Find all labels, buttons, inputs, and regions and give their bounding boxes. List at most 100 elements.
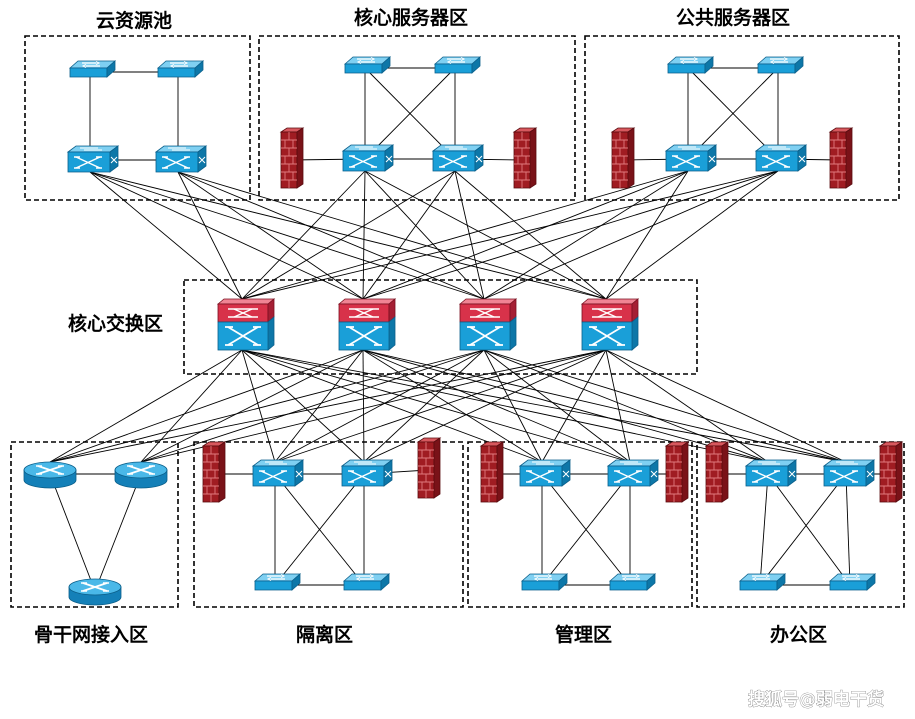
office-access-switch-icon: [739, 573, 786, 591]
network-link: [241, 170, 366, 300]
network-link: [605, 349, 769, 463]
network-link: [362, 349, 769, 463]
public-server-l3-switch-icon: [665, 144, 717, 172]
public-server-firewall-icon: [611, 127, 635, 189]
network-link: [241, 349, 365, 463]
network-link: [687, 67, 779, 160]
network-link: [541, 349, 607, 463]
network-link: [483, 349, 631, 463]
zone-box-isolation: [193, 441, 464, 608]
zone-box-management: [467, 441, 693, 608]
core-server-access-switch-icon: [434, 56, 481, 74]
network-link: [140, 349, 243, 463]
cloud-pool-l3-switch-icon: [67, 145, 119, 173]
isolation-l3-switch-icon: [341, 459, 393, 487]
network-link: [845, 473, 851, 586]
core-server-l3-switch-icon: [342, 144, 394, 172]
network-link: [241, 349, 276, 463]
network-link: [483, 170, 689, 300]
office-firewall-icon: [705, 441, 729, 503]
network-link: [140, 349, 485, 463]
public-server-access-switch-icon: [757, 56, 804, 74]
core-server-access-switch-icon: [344, 56, 391, 74]
zone-label-management: 管理区: [555, 623, 612, 646]
network-link: [49, 349, 485, 463]
public-server-firewall-icon: [829, 127, 853, 189]
network-link: [362, 349, 847, 463]
network-link: [767, 473, 851, 586]
network-link: [177, 171, 364, 300]
zone-label-core-switch: 核心交换区: [68, 312, 163, 335]
network-link: [364, 170, 607, 300]
zone-box-core-switch: [183, 279, 698, 375]
zone-label-office: 办公区: [770, 623, 827, 646]
core-switch-icon: [217, 298, 275, 351]
network-link: [364, 67, 456, 160]
isolation-firewall-icon: [417, 437, 441, 499]
isolation-access-switch-icon: [254, 573, 301, 591]
zone-label-core-server: 核心服务器区: [354, 6, 468, 29]
isolation-l3-switch-icon: [252, 459, 304, 487]
network-link: [177, 171, 243, 300]
network-link: [241, 349, 847, 463]
network-link: [274, 473, 365, 586]
zone-box-cloud-pool: [24, 35, 251, 201]
network-link: [362, 349, 631, 463]
core-switch-icon: [338, 298, 396, 351]
network-link: [605, 170, 779, 300]
zone-label-cloud-pool: 云资源池: [96, 9, 172, 32]
link-layer: [49, 67, 890, 592]
network-link: [241, 170, 779, 300]
network-link: [454, 170, 607, 300]
network-link: [362, 349, 543, 463]
zone-label-public-server: 公共服务器区: [676, 6, 790, 29]
zone-layer: [10, 35, 905, 608]
office-l3-switch-icon: [823, 459, 875, 487]
office-access-switch-icon: [829, 573, 876, 591]
management-l3-switch-icon: [607, 459, 659, 487]
network-link: [49, 349, 607, 463]
network-link: [483, 349, 543, 463]
network-link: [541, 473, 631, 586]
network-link: [94, 473, 142, 592]
network-link: [364, 170, 485, 300]
network-link: [363, 349, 485, 463]
management-access-switch-icon: [521, 573, 568, 591]
network-link: [89, 171, 364, 300]
network-link: [362, 170, 779, 300]
network-link: [241, 170, 456, 300]
cloud-pool-access-switch-icon: [157, 60, 204, 78]
cloud-pool-l3-switch-icon: [155, 145, 207, 173]
backbone-router-icon: [23, 461, 77, 489]
core-server-l3-switch-icon: [432, 144, 484, 172]
zone-label-isolation: 隔离区: [296, 623, 353, 646]
management-firewall-icon: [480, 441, 504, 503]
network-link: [49, 349, 364, 463]
network-link: [89, 171, 485, 300]
network-link: [241, 349, 769, 463]
network-link: [759, 473, 769, 586]
network-link: [274, 349, 607, 463]
isolation-firewall-icon: [202, 441, 226, 503]
network-link: [362, 170, 366, 300]
network-link: [605, 349, 847, 463]
network-link: [362, 349, 365, 463]
network-link: [274, 349, 364, 463]
network-link: [605, 170, 689, 300]
network-link: [49, 473, 96, 592]
office-l3-switch-icon: [745, 459, 797, 487]
core-server-firewall-icon: [513, 127, 537, 189]
management-l3-switch-icon: [519, 459, 571, 487]
management-access-switch-icon: [609, 573, 656, 591]
core-server-firewall-icon: [280, 127, 304, 189]
backbone-router-icon: [114, 461, 168, 489]
network-link: [483, 349, 847, 463]
zone-box-public-server: [584, 35, 900, 201]
network-link: [89, 171, 243, 300]
zone-box-backbone: [10, 441, 179, 608]
network-link: [483, 170, 779, 300]
management-firewall-icon: [665, 441, 689, 503]
network-link: [241, 170, 689, 300]
network-link: [49, 349, 243, 463]
